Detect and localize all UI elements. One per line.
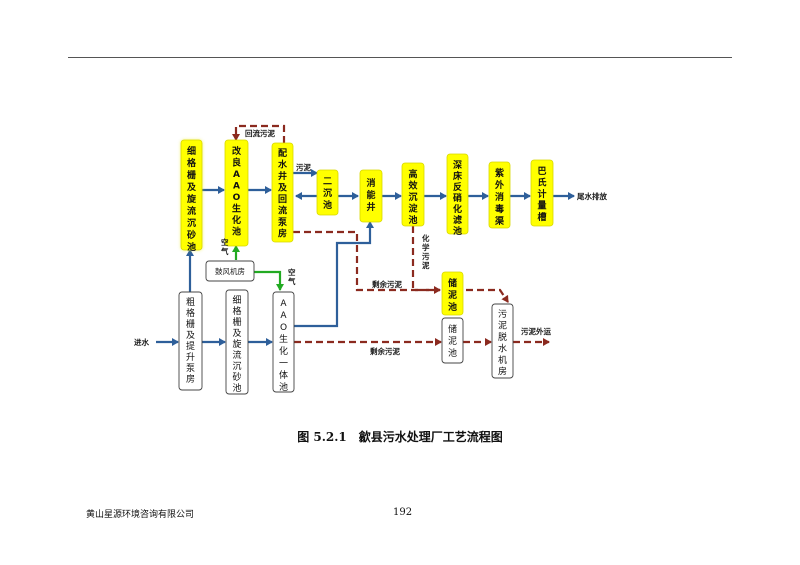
label-effluent: 尾水排放 — [576, 191, 607, 201]
air-to-aao-integrated — [254, 270, 284, 291]
node-disinfection-well-label: 消能井 — [366, 177, 375, 213]
label-excess-sludge-upper: 剩余污泥 — [372, 279, 402, 289]
label-return-sludge: 回流污泥 — [245, 128, 275, 138]
node-fine-screen-top: 细格栅及旋流沉砂池 — [180, 139, 203, 253]
node-uv-channel-label: 紫外消毒渠 — [494, 167, 505, 227]
node-sludge-tank-bottom-label: 储泥池 — [448, 323, 457, 359]
sludge-lines — [232, 124, 550, 346]
air-lines — [232, 245, 284, 291]
label-excess-sludge-lower: 剩余污泥 — [370, 346, 400, 356]
node-sludge-tank-bottom: 储泥池 — [441, 317, 464, 364]
node-deep-bed-filter: 深床反硝化滤池 — [446, 153, 469, 237]
return-sludge-loop — [232, 124, 286, 143]
label-sludge: 污泥 — [296, 162, 311, 172]
node-parshall-flume-label: 巴氏计量槽 — [537, 166, 546, 223]
label-sludge-out: 污泥外运 — [521, 326, 551, 336]
label-inlet: 进水 — [134, 337, 149, 347]
flow-labels: 回流污泥 污泥 空气 空气 化学污泥 剩余污泥 剩余污泥 进水 尾水排放 污泥外… — [134, 128, 607, 356]
node-coarse-screen: 粗格栅及提升泵房 — [178, 291, 203, 391]
footer-page-number: 192 — [393, 507, 413, 518]
label-chemical-sludge: 化学污泥 — [422, 233, 430, 270]
node-blower-room: 鼓风机房 — [205, 260, 255, 282]
header-rule — [68, 57, 732, 58]
node-fine-screen-bottom: 细格栅及旋流沉砂池 — [225, 289, 249, 395]
node-disinfection-well: 消能井 — [359, 169, 383, 223]
flow-aao-integrated-to-well — [294, 221, 374, 328]
chemical-sludge-line — [411, 226, 441, 294]
node-deep-bed-filter-label: 深床反硝化滤池 — [453, 159, 463, 237]
node-distribution-well-label: 配水井及回流泵房 — [278, 148, 288, 240]
node-distribution-well: 配水井及回流泵房 — [271, 142, 294, 243]
node-dewatering-room: 污泥脱水机房 — [491, 303, 514, 379]
node-secondary-clarifier-label: 二沉池 — [323, 177, 332, 211]
main-flow-lines — [156, 169, 575, 346]
node-fine-screen-top-label: 细格栅及旋流沉砂池 — [186, 145, 197, 253]
node-fine-screen-bottom-label: 细格栅及旋流沉砂池 — [232, 294, 241, 394]
figure-caption: 图 5.2.1 歙县污水处理厂工艺流程图 — [297, 430, 503, 444]
node-blower-room-label: 鼓风机房 — [215, 266, 245, 276]
node-high-eff-settling-label: 高效沉淀池 — [408, 168, 418, 226]
excess-sludge-upper-line — [293, 230, 509, 303]
node-high-eff-settling: 高效沉淀池 — [401, 162, 425, 227]
footer-company: 黄山星源环境咨询有限公司 — [86, 510, 195, 520]
node-secondary-clarifier: 二沉池 — [316, 169, 339, 216]
node-sludge-tank-top: 储泥池 — [441, 271, 464, 316]
node-dewatering-room-label: 污泥脱水机房 — [498, 308, 507, 378]
label-air-left: 空气 — [220, 237, 229, 256]
node-uv-channel: 紫外消毒渠 — [488, 161, 511, 229]
node-parshall-flume: 巴氏计量槽 — [530, 159, 554, 227]
node-sludge-tank-top-label: 储泥池 — [448, 277, 457, 313]
node-coarse-screen-label: 粗格栅及提升泵房 — [186, 296, 195, 385]
label-air-right: 空气 — [287, 267, 296, 286]
